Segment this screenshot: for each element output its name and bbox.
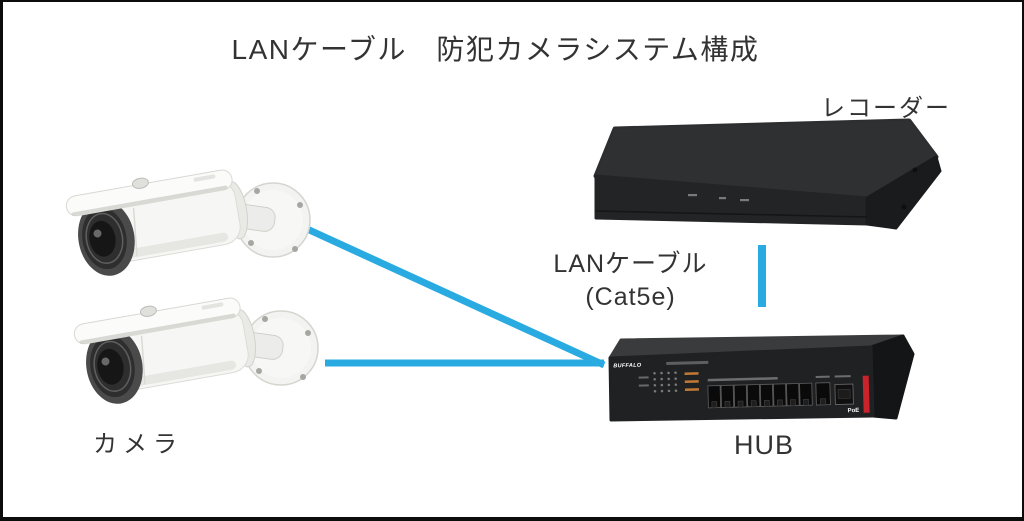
hub-uplink-port: [815, 382, 831, 406]
hub-brand-text: BUFFALO: [613, 363, 642, 370]
hub-poe-text: PoE: [848, 408, 860, 414]
hub-device: BUFFALO: [608, 334, 915, 422]
recorder-led-1: [688, 194, 697, 197]
camera-label: カメラ: [93, 431, 183, 458]
hub-led-grid: [653, 371, 678, 393]
cable-lines-layer: [303, 224, 766, 369]
lan-cable-label-line1: LANケーブル: [553, 250, 708, 278]
hub-accent-stripe: [862, 375, 870, 413]
recorder-label: レコーダー: [821, 95, 951, 122]
hub-model-text: [666, 360, 709, 365]
camera-2: [70, 293, 319, 411]
recorder-led-2: [719, 197, 726, 200]
lan-cable-label-line2: (Cat5e): [585, 283, 676, 311]
diagram-title: LANケーブル 防犯カメラシステム構成: [231, 34, 760, 65]
recorder-device: [593, 118, 942, 230]
camera-1: [62, 165, 311, 283]
hub-label: HUB: [733, 430, 794, 460]
hub-lan-ports: [707, 382, 813, 409]
cable-camera1-to-hub: [303, 224, 606, 369]
recorder-led-3: [740, 199, 749, 202]
lan-cable-label: LANケーブル (Cat5e): [543, 248, 718, 314]
